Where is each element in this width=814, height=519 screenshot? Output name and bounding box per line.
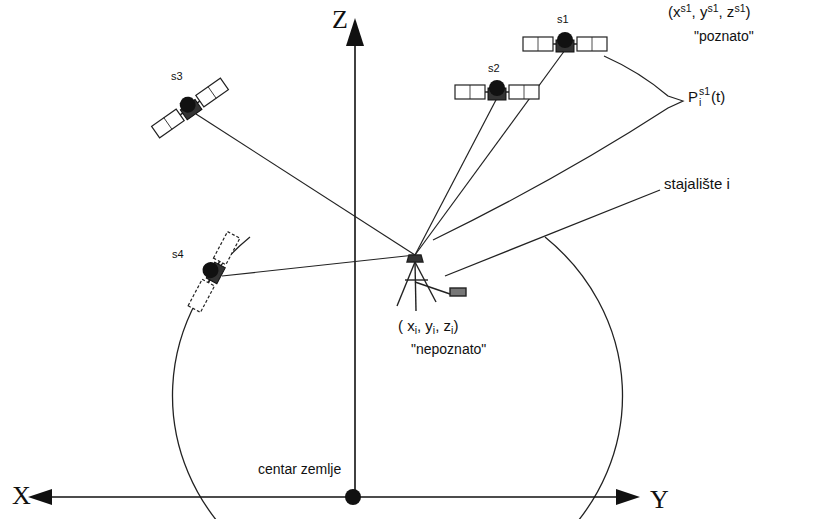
pseudorange-label-part: P <box>688 89 698 106</box>
z-axis <box>354 44 356 497</box>
satellite-s4 <box>184 229 241 313</box>
coordinate-label-part: , z <box>719 4 735 21</box>
z-arrow <box>346 18 364 46</box>
coordinate-label-part: ) <box>453 318 458 335</box>
status-label-part: "nepoznato" <box>411 342 486 357</box>
satellite-label-part: s3 <box>171 70 183 82</box>
satellite-label: s4 <box>172 248 184 260</box>
satellite-label-part: s2 <box>488 62 500 74</box>
superscript: s1 <box>699 86 710 97</box>
coordinate-label-part: , y <box>417 318 433 335</box>
station-label-part: stajalište i <box>664 176 730 193</box>
status-label-part: "poznato" <box>694 29 754 44</box>
satellite-label-part: s1 <box>557 13 569 25</box>
index-stack: s1i <box>699 86 710 108</box>
receiver-tripod <box>397 255 466 311</box>
signal-lines <box>196 50 565 276</box>
y-arrow <box>616 489 640 505</box>
axis-label: X <box>12 482 31 511</box>
y-axis <box>353 496 618 498</box>
satellite-s3 <box>149 74 229 139</box>
satellite-label-part: s4 <box>172 248 184 260</box>
subscript: i <box>451 325 453 337</box>
coordinate-label-part: , z <box>435 318 451 335</box>
axis-label: Z <box>332 6 348 35</box>
satellite-s1 <box>523 32 607 52</box>
coordinate-label-part: , y <box>692 4 708 21</box>
range-bracket <box>433 56 683 240</box>
axis-label-part: X <box>12 482 31 511</box>
center-label: centar zemlje <box>258 462 341 477</box>
axis-label: Y <box>650 486 669 515</box>
pseudorange-label: Ps1i(t) <box>688 86 725 108</box>
earth-center <box>345 489 361 505</box>
satellite-label: s1 <box>557 13 569 25</box>
coordinate-label: (xs1, ys1, zs1) <box>668 4 750 21</box>
superscript: s1 <box>681 3 692 15</box>
axis-label-part: Y <box>650 486 669 515</box>
satellite-s2 <box>455 80 539 100</box>
subscript: i <box>699 97 710 108</box>
axis-label-part: Z <box>332 6 348 35</box>
coordinate-label-part: ) <box>745 4 750 21</box>
station-leader <box>445 190 660 276</box>
superscript: s1 <box>734 3 745 15</box>
satellite-label: s2 <box>488 62 500 74</box>
coordinate-label-part: ( x <box>398 318 415 335</box>
subscript: i <box>415 325 417 337</box>
x-axis <box>50 496 353 498</box>
station-label: stajalište i <box>664 176 730 193</box>
status-label: "poznato" <box>694 29 754 44</box>
coordinate-label: ( xi, yi, zi) <box>398 318 458 335</box>
status-label: "nepoznato" <box>411 342 486 357</box>
subscript: i <box>433 325 435 337</box>
satellite-label: s3 <box>171 70 183 82</box>
center-label-part: centar zemlje <box>258 462 341 477</box>
coordinate-label-part: (x <box>668 4 681 21</box>
pseudorange-label-part: (t) <box>711 89 725 106</box>
superscript: s1 <box>707 3 718 15</box>
earth-outline <box>173 237 623 519</box>
x-arrow <box>28 489 52 505</box>
